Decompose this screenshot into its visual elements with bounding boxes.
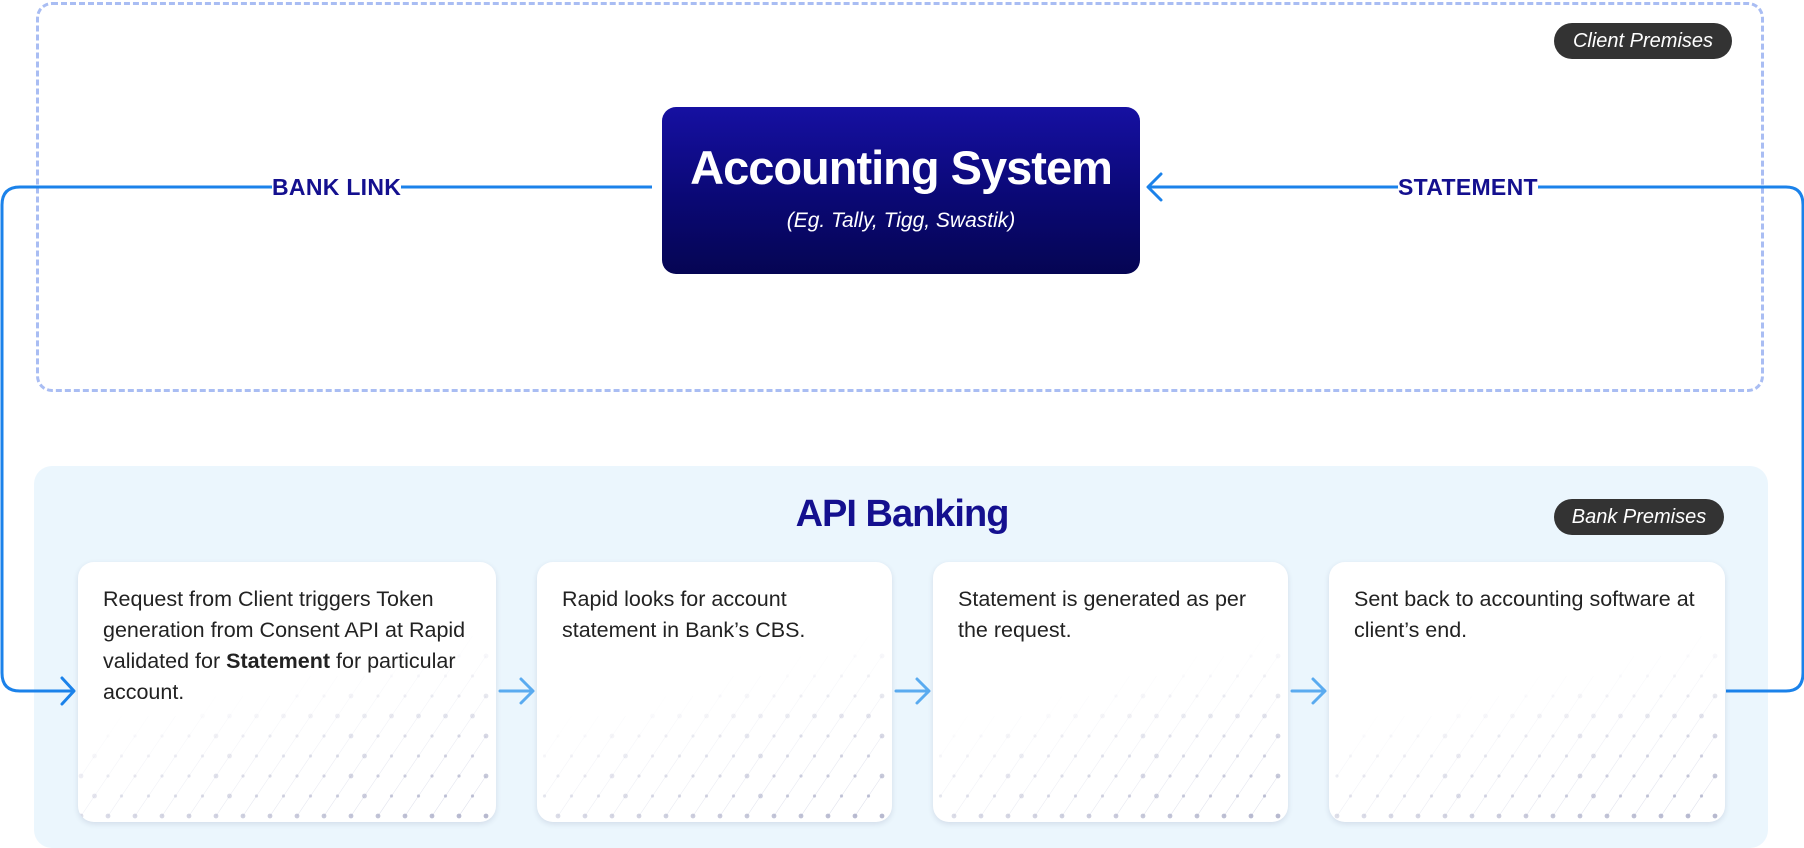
dot-pattern [1334, 653, 1718, 819]
step-card-text: Sent back to accounting software at clie… [1354, 587, 1695, 642]
dot-pattern [542, 653, 885, 819]
statement-connector [1150, 185, 1804, 693]
step-card-2: Rapid looks for account statement in Ban… [537, 562, 892, 822]
client-premises-badge: Client Premises [1554, 23, 1732, 59]
bank-link-arrowhead [60, 676, 76, 706]
step-card-1: Request from Client triggers Token gener… [78, 562, 496, 822]
step-card-4: Sent back to accounting software at clie… [1329, 562, 1725, 822]
accounting-system-subtitle: (Eg. Tally, Tigg, Swastik) [786, 209, 1016, 232]
accounting-system-box: Accounting System (Eg. Tally, Tigg, Swas… [662, 107, 1140, 274]
dot-pattern [938, 653, 1281, 819]
step-card-3: Statement is generated as per the reques… [933, 562, 1288, 822]
step-arrow-1 [498, 677, 535, 705]
api-banking-title: API Banking [795, 493, 1010, 535]
statement-arrowhead [1146, 172, 1163, 202]
statement-emphasis: Statement [226, 649, 331, 673]
bank-premises-badge: Bank Premises [1554, 499, 1724, 535]
statement-label: STATEMENT [1398, 172, 1538, 202]
accounting-system-title: Accounting System [690, 141, 1113, 194]
bank-link-label: BANK LINK [272, 172, 402, 202]
dot-pattern [78, 653, 489, 819]
step-arrow-2 [894, 677, 931, 705]
client-premises-zone [36, 2, 1764, 392]
step-card-text: Request from Client triggers Token gener… [103, 587, 466, 704]
step-card-text: Statement is generated as per the reques… [958, 587, 1247, 642]
step-arrow-3 [1290, 677, 1327, 705]
bank-link-connector [0, 185, 652, 693]
step-card-text: Rapid looks for account statement in Ban… [562, 587, 806, 642]
